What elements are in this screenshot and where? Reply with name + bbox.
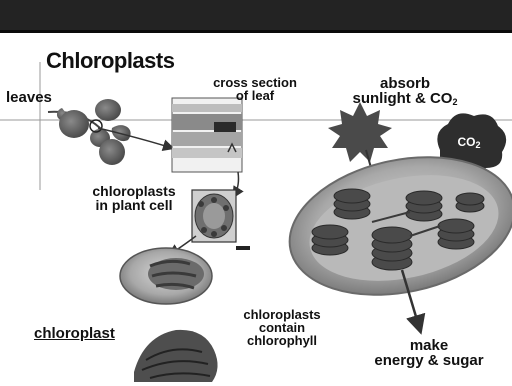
label-absorb-line2: sunlight & CO2 <box>320 91 490 107</box>
leaves-illustration <box>48 99 131 165</box>
label-absorb: absorb sunlight & CO2 <box>320 76 490 107</box>
label-leaves: leaves <box>6 90 52 105</box>
label-make-line1: make <box>344 338 512 353</box>
label-chloroplast: chloroplast <box>34 326 115 341</box>
label-absorb-text: sunlight & CO <box>352 90 452 107</box>
label-co2: CO2 <box>444 136 494 150</box>
label-chloroplasts-in-plant-cell: chloroplasts in plant cell <box>68 184 200 212</box>
leaf-cross-section-illustration <box>172 98 242 172</box>
diagram-title: Chloroplasts <box>46 50 174 72</box>
label-make-energy-sugar: make energy & sugar <box>344 338 512 368</box>
label-co2-text: CO <box>457 135 475 149</box>
label-absorb-line1: absorb <box>320 76 490 91</box>
label-make-line2: energy & sugar <box>344 353 512 368</box>
sun-icon <box>328 102 392 162</box>
chloroplast-micrograph-illustration <box>134 330 218 382</box>
label-co2-subscript: 2 <box>475 140 480 150</box>
label-cross-section: cross section of leaf <box>190 76 320 102</box>
label-absorb-subscript: 2 <box>452 97 457 107</box>
plant-cell-illustration <box>192 190 250 250</box>
small-chloroplast-illustration <box>120 248 212 304</box>
label-chloroplasts-contain-chlorophyll: chloroplasts contain chlorophyll <box>222 308 342 347</box>
